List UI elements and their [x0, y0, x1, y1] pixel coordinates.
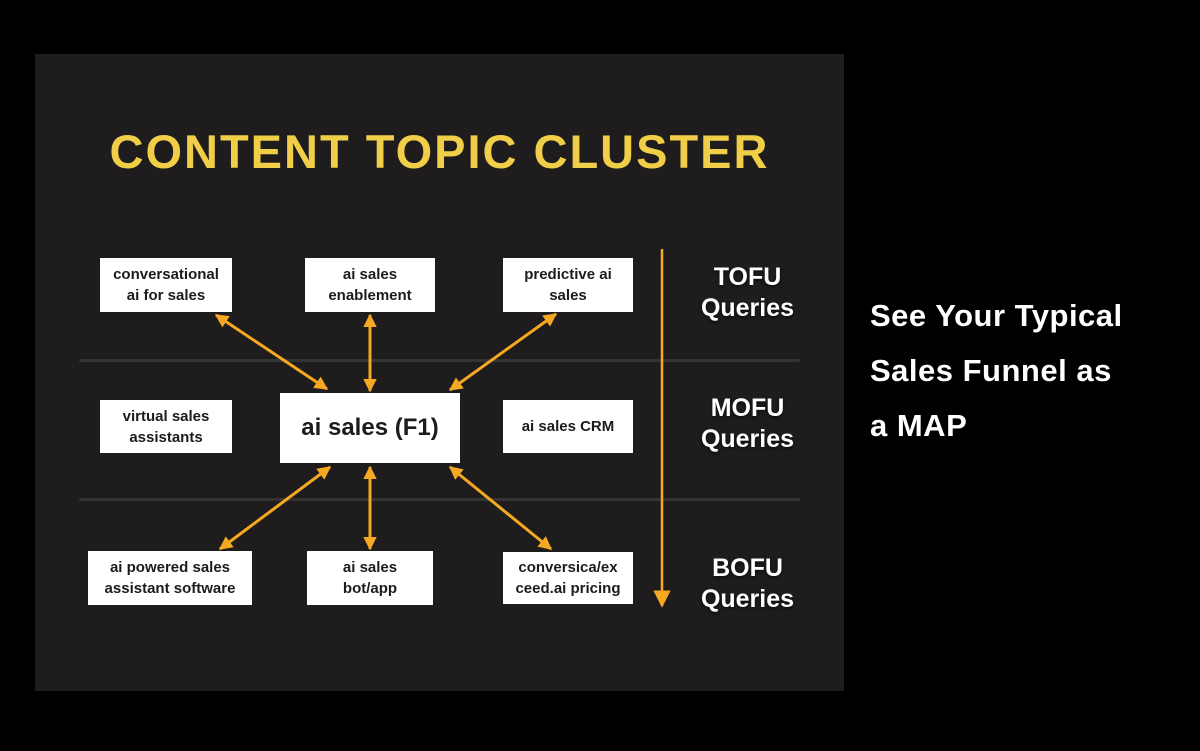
node-virtual-sales-assistants: virtual sales assistants: [100, 400, 232, 453]
node-ai-sales-f1-center: ai sales (F1): [280, 393, 460, 463]
node-ai-powered-sales-assistant-software: ai powered sales assistant software: [88, 551, 252, 605]
mofu-bofu-divider: [79, 498, 800, 501]
diagram-title: CONTENT TOPIC CLUSTER: [109, 125, 770, 178]
funnel-label-tofu-queries: TOFU Queries: [700, 263, 795, 322]
node-ai-sales-bot-app: ai sales bot/app: [307, 551, 433, 605]
funnel-label-bofu-queries: BOFU Queries: [700, 554, 795, 613]
tofu-mofu-divider: [79, 359, 800, 362]
node-ai-sales-crm: ai sales CRM: [503, 400, 633, 453]
funnel-label-mofu-queries: MOFU Queries: [700, 394, 795, 453]
node-ai-sales-enablement: ai sales enablement: [305, 258, 435, 312]
aside-caption: See Your Typical Sales Funnel as a MAP: [870, 298, 1123, 443]
node-predictive-ai-sales: predictive ai sales: [503, 258, 633, 312]
node-conversational-ai-for-sales: conversational ai for sales: [100, 258, 232, 312]
node-conversica-exceed-ai-pricing: conversica/ex ceed.ai pricing: [503, 552, 633, 604]
